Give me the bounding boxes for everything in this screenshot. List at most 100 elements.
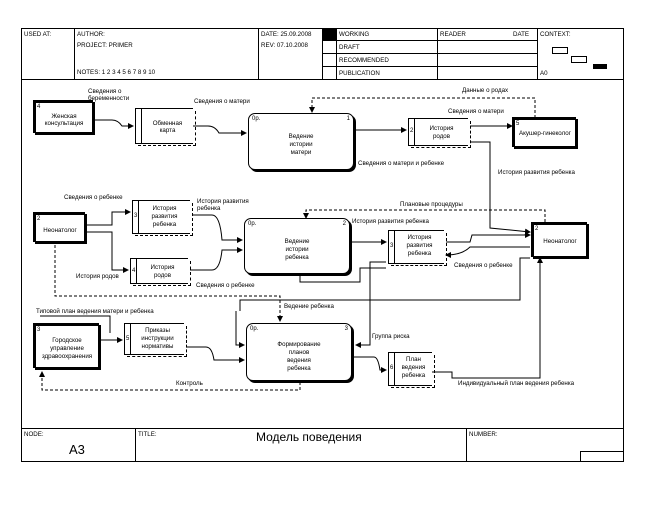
context-box — [571, 56, 587, 63]
store-label: План — [406, 356, 421, 363]
used-at-label: USED AT: — [24, 31, 52, 38]
entity-number: 2 — [37, 216, 41, 222]
process-code: 0р. — [248, 221, 257, 227]
flow-line — [84, 231, 129, 273]
header-divider — [258, 28, 259, 79]
flow-line — [354, 356, 387, 373]
store-label: История — [152, 205, 177, 212]
entity-label: Неонатолог — [43, 227, 77, 234]
flow-line — [235, 311, 245, 348]
diagram-title: Модель поведения — [256, 430, 362, 444]
entity-label: Городское — [52, 337, 82, 344]
node-label: NODE: — [24, 431, 44, 438]
entity-number: 3 — [37, 327, 41, 333]
entity-label: Неонатолог — [543, 238, 577, 245]
rev-label: REV: 07.10.2008 — [261, 42, 308, 49]
store-exchange-card[interactable]: Обменная карта — [135, 108, 196, 146]
flow-label: ребенка — [197, 205, 221, 212]
flow-label: История родов — [76, 273, 119, 280]
process-child-history[interactable]: 0р. 2 Ведение истории ребенка — [244, 218, 350, 274]
flow-label: Индивидуальный план ведения ребенка — [458, 380, 575, 387]
entity-label: управление — [50, 345, 84, 352]
flow-label: Сведения о ребенке — [64, 194, 123, 201]
header-row-line — [322, 40, 537, 41]
author-label: AUTHOR: — [77, 31, 105, 38]
flow-label: Плановые процедуры — [400, 201, 463, 208]
process-label: Ведение — [284, 238, 310, 245]
entity-neonatolog-left[interactable]: 2 Неонатолог — [33, 212, 85, 242]
flow-line — [40, 315, 111, 333]
node-value: A3 — [69, 442, 85, 457]
store-label: карта — [159, 127, 176, 134]
flow-line — [309, 97, 536, 118]
process-label: ребенка — [287, 365, 311, 372]
flow-label: Данные о родах — [462, 87, 509, 94]
process-label: Формирование — [277, 341, 321, 348]
process-label: Ведение — [288, 133, 314, 140]
reader-label: READER — [440, 31, 466, 38]
store-label: нормативы — [141, 343, 174, 350]
date-label: DATE: 25.09.2008 — [261, 31, 312, 38]
process-label: ребенка — [285, 254, 309, 261]
process-label: матери — [290, 149, 312, 156]
flow-line — [303, 209, 546, 232]
flow-label: Контроль — [176, 380, 203, 387]
process-child-plans[interactable]: 0р. 3 Формирование планов ведения ребенк… — [246, 323, 352, 381]
flow-line — [193, 125, 247, 136]
node-code: A0 — [540, 70, 548, 77]
store-number: 5 — [126, 336, 130, 342]
flow-line — [239, 257, 530, 311]
flow-label: История развития ребенка — [352, 218, 429, 225]
status-draft: DRAFT — [339, 44, 360, 51]
number-label: NUMBER: — [469, 431, 498, 438]
store-label: инструкции — [141, 335, 174, 342]
flow-label: Сведения о ребенке — [454, 262, 513, 269]
store-birth-history-right[interactable]: 2 История родов — [408, 118, 471, 148]
process-label: истории — [285, 246, 309, 253]
notes-label: NOTES: 1 2 3 4 5 6 7 8 9 10 — [77, 69, 156, 76]
entity-city-health-department[interactable]: 3 Городское управление здравоохранения — [33, 323, 99, 368]
store-dev-history-right[interactable]: 3 История развития ребенка — [388, 230, 447, 266]
store-label: Обменная — [152, 120, 183, 127]
flow-label: Сведения о матери — [448, 108, 504, 115]
working-status-marker — [323, 29, 336, 40]
entity-number: 4 — [37, 104, 41, 110]
flow-line — [445, 246, 530, 258]
store-label: развития — [406, 242, 433, 249]
flow-line — [39, 371, 301, 391]
store-birth-history-left[interactable]: 4 История родов — [130, 258, 191, 286]
flow-line — [446, 232, 531, 243]
flow-line — [192, 214, 243, 243]
process-label: планов — [288, 349, 310, 356]
flow-line — [54, 240, 283, 322]
flow-label: Ведение ребенка — [284, 303, 334, 310]
entity-women-consultation[interactable]: 4 Женская консультация — [33, 100, 93, 133]
title-label: TITLE: — [138, 431, 157, 438]
store-label: История — [407, 234, 432, 241]
flow-line — [190, 247, 243, 271]
process-mother-history[interactable]: 0р. 1 Ведение истории матери — [248, 113, 354, 170]
process-number: 1 — [346, 116, 350, 122]
store-label: родов — [153, 272, 172, 279]
store-child-plan[interactable]: 6 План ведения ребенка — [388, 352, 435, 388]
context-box-active — [593, 64, 607, 69]
header-divider — [74, 28, 75, 79]
footer-corner-box — [580, 451, 624, 462]
flow-label: беременности — [88, 95, 130, 102]
entity-obstetrician[interactable]: 5 Акушер-гинеколог — [512, 117, 576, 147]
store-label: ребенка — [152, 221, 177, 228]
store-number: 6 — [390, 365, 394, 371]
store-label: ведения — [401, 364, 426, 371]
context-box — [552, 47, 568, 54]
entity-neonatolog-right[interactable]: 2 Неонатолог — [531, 222, 587, 257]
process-number: 2 — [342, 221, 346, 227]
store-dev-history-top[interactable]: 3 История развития ребенка — [132, 200, 193, 236]
entity-label: Акушер-гинеколог — [519, 130, 571, 137]
footer-top-line — [21, 428, 624, 429]
header-row-line — [322, 66, 537, 67]
flow-label: Сведения о матери — [194, 98, 250, 105]
entity-number: 5 — [516, 121, 520, 127]
store-orders-instructions[interactable]: 5 Приказы инструкции нормативы — [124, 323, 187, 357]
flow-label: Сведения о ребенке — [196, 282, 255, 289]
